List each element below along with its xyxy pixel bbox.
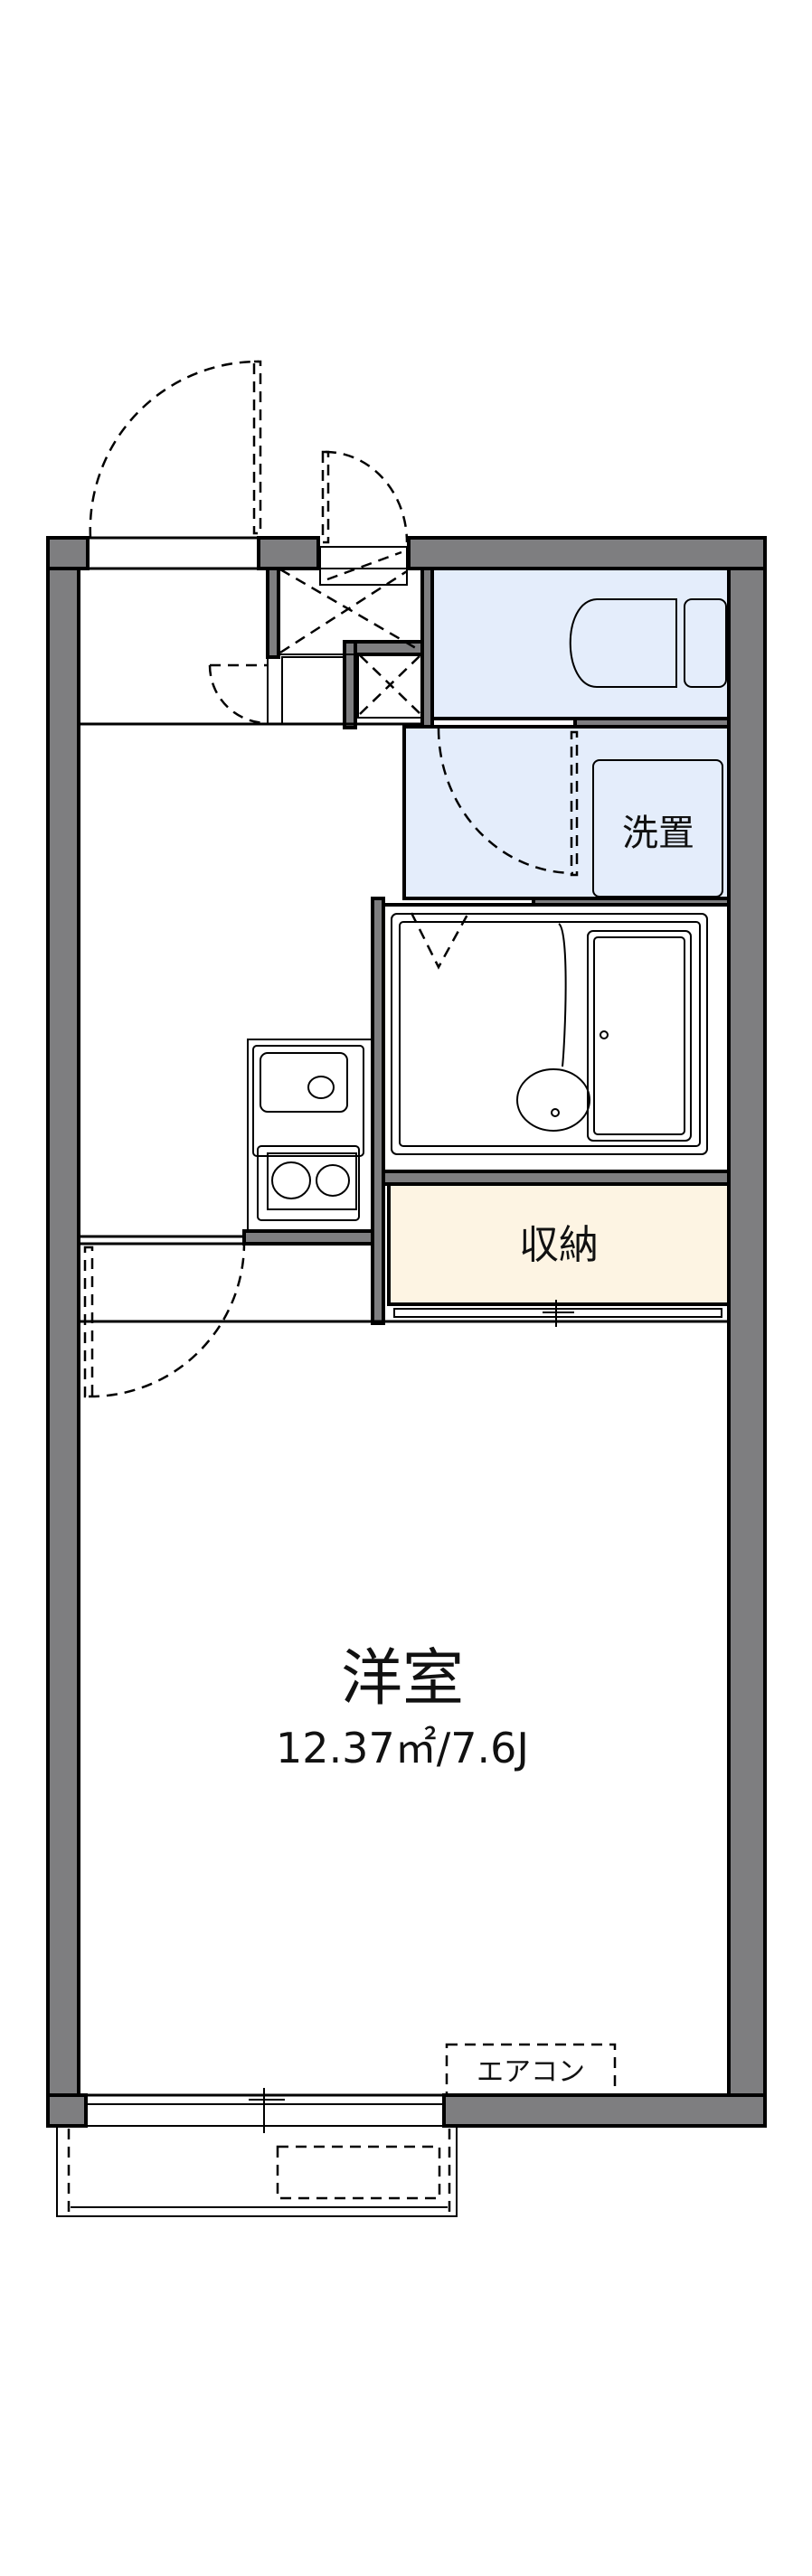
small-door-swing (208, 663, 269, 725)
main-room: 洋室 12.37㎡/7.6J エアコン (77, 1320, 731, 2097)
storage: 収納 (387, 1182, 731, 1327)
pipe-space (278, 450, 423, 719)
outer-walls (46, 536, 767, 2128)
bathtub (587, 930, 692, 1142)
washing-machine-space (592, 759, 723, 898)
washroom-label: 洗置 (622, 813, 694, 854)
toilet-room (430, 567, 731, 720)
aircon-label: エアコン (477, 2056, 585, 2088)
washroom-door-leaf[interactable] (570, 730, 579, 877)
bathroom (382, 903, 731, 1173)
outdoor-unit-space (276, 2145, 441, 2200)
stove (257, 1145, 360, 1221)
main-room-label: 洋室 (341, 1643, 464, 1715)
storage-sliding-door[interactable] (393, 1308, 722, 1318)
pipe-space-door[interactable] (319, 546, 408, 586)
entrance-door-swing (89, 360, 260, 539)
sink (252, 1045, 364, 1157)
wash-basin (516, 1068, 590, 1132)
shoe-cabinet (281, 656, 345, 725)
toilet-icon (569, 598, 677, 688)
entrance (78, 360, 422, 726)
washroom: 洗置 (402, 725, 731, 900)
balcony (56, 2088, 458, 2217)
kitchen (247, 1039, 373, 1232)
entrance-door-leaf[interactable] (252, 360, 262, 535)
room-door[interactable] (79, 1235, 246, 1398)
inner-walls (242, 567, 731, 1325)
storage-label: 収納 (519, 1222, 599, 1268)
main-room-area: 12.37㎡/7.6J (276, 1724, 529, 1772)
